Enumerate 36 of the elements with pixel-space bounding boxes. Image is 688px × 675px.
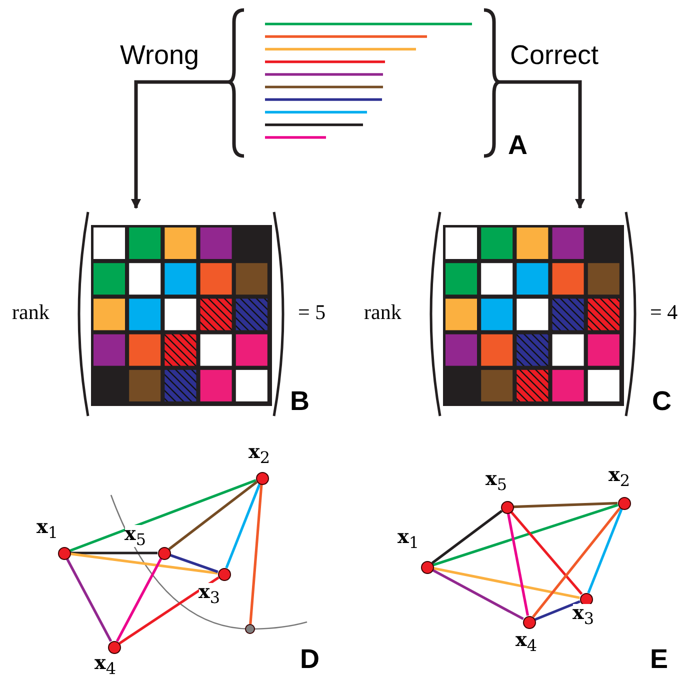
graph-vertex (245, 624, 255, 634)
graph-edge (70, 479, 256, 552)
graph-edge (118, 576, 220, 644)
graph-edge (432, 568, 524, 620)
graph-edge (431, 510, 503, 564)
panel-label: C (652, 388, 672, 415)
edge-label: Wrong (120, 42, 200, 69)
vertex-label: x$_{3}$ (572, 604, 594, 626)
math-label: = 5 (298, 302, 326, 323)
vertex-label: x$_{5}$ (124, 524, 146, 548)
graph-edge (587, 508, 623, 594)
graph-edge (70, 552, 218, 574)
graph-edge (70, 552, 158, 554)
graph-edge (506, 513, 530, 616)
graph-edge (513, 502, 618, 508)
vertex-label: x$_{3}$ (198, 582, 220, 606)
arrow (500, 80, 585, 209)
graph-edge (432, 504, 618, 566)
graph-edge (168, 480, 258, 550)
graph-edge (116, 558, 162, 642)
graph-edge (170, 554, 218, 574)
graph-edge (249, 484, 263, 624)
graph-edge (532, 507, 621, 618)
math-label: rank (12, 302, 50, 323)
graph-edge (225, 484, 261, 568)
panel-label: D (300, 646, 320, 673)
arrow (131, 80, 228, 209)
graph-edge (510, 511, 583, 595)
graph-edge (534, 600, 580, 621)
math-label: rank (364, 302, 402, 323)
panel-label: A (508, 132, 528, 159)
panel-label: E (650, 646, 668, 673)
panel-label: B (290, 388, 310, 415)
graph-edge (433, 567, 580, 599)
graph-edge (66, 558, 112, 642)
math-label: = 4 (650, 302, 678, 323)
